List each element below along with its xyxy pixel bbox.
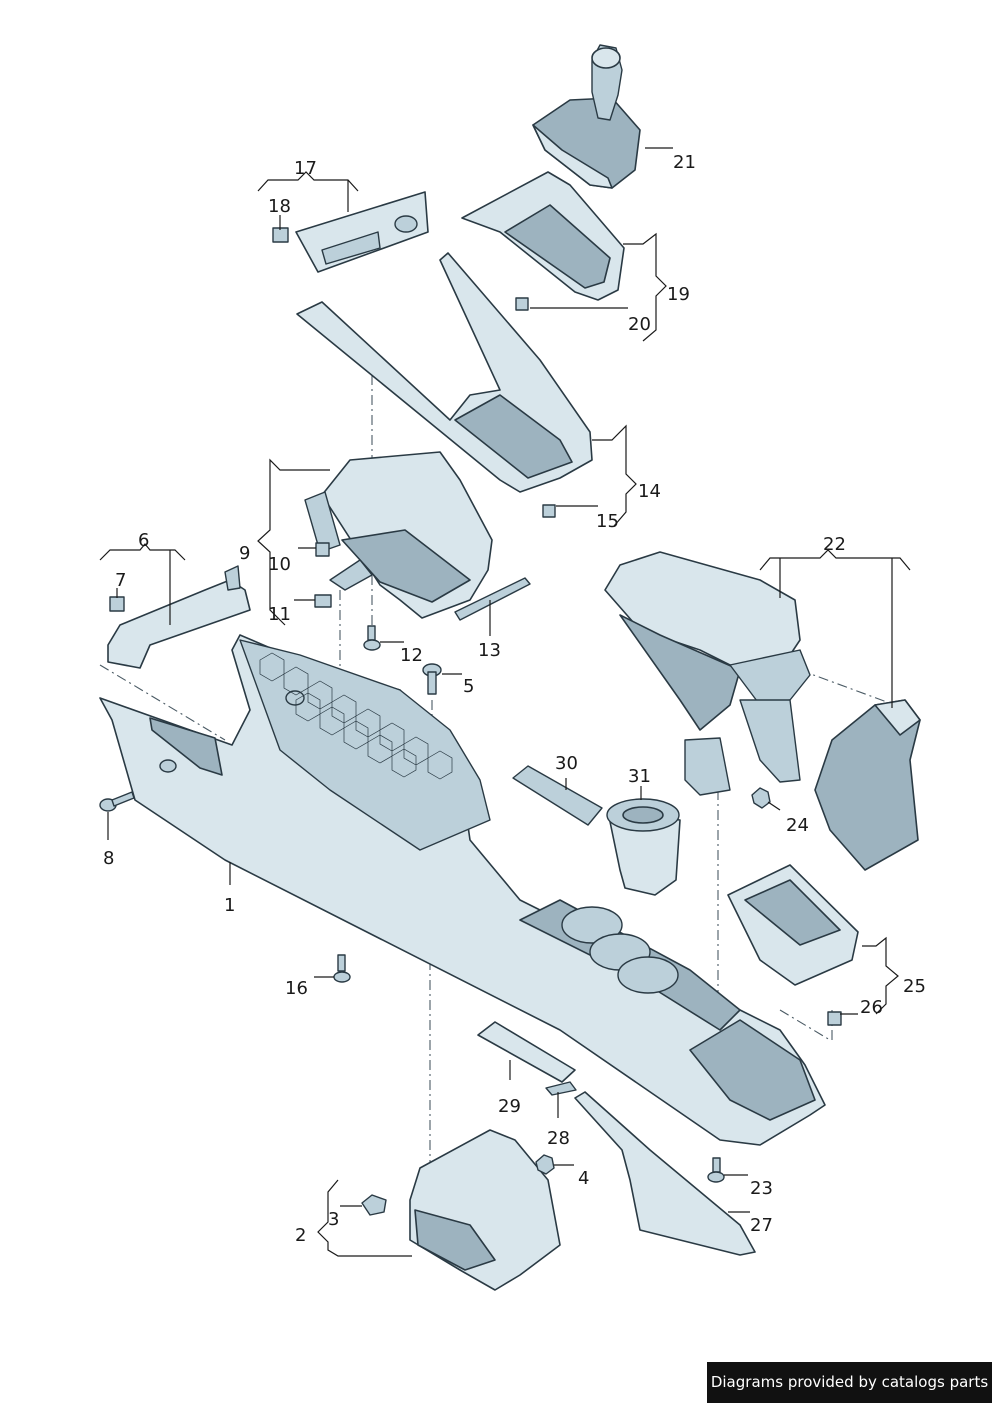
callout-20: 20 xyxy=(628,314,651,335)
callout-6: 6 xyxy=(138,530,149,551)
callout-28: 28 xyxy=(547,1128,570,1149)
callout-21: 21 xyxy=(673,152,696,173)
callout-19: 19 xyxy=(667,284,690,305)
callout-12: 12 xyxy=(400,645,423,666)
callout-1: 1 xyxy=(224,895,235,916)
callout-5: 5 xyxy=(463,676,474,697)
screw-12-icon xyxy=(363,625,381,651)
long-trim-panel-icon xyxy=(296,252,593,518)
armrest-cover-icon xyxy=(814,699,921,871)
callout-16: 16 xyxy=(285,978,308,999)
callout-14: 14 xyxy=(638,481,661,502)
callout-labels: 17 18 21 19 20 14 15 6 9 7 10 11 12 13 5… xyxy=(103,152,926,1246)
callout-7: 7 xyxy=(115,570,126,591)
nut-4-icon xyxy=(535,1154,555,1175)
callout-3: 3 xyxy=(328,1209,339,1230)
callout-11: 11 xyxy=(268,604,291,625)
main-console-body-icon xyxy=(99,634,826,1146)
screw-16-icon xyxy=(333,954,351,983)
screw-5-icon xyxy=(422,663,442,695)
cover-plate-icon xyxy=(512,765,603,826)
credit-banner[interactable]: Diagrams provided by catalogs parts xyxy=(707,1362,992,1403)
callout-25: 25 xyxy=(903,976,926,997)
callout-15: 15 xyxy=(596,511,619,532)
callout-13: 13 xyxy=(478,640,501,661)
armrest-icon xyxy=(604,551,811,796)
callout-23: 23 xyxy=(750,1178,773,1199)
side-trim-icon xyxy=(574,1091,756,1256)
lower-bracket-icon xyxy=(361,1129,561,1291)
gear-knob-boot-icon xyxy=(532,44,641,189)
callout-26: 26 xyxy=(860,997,883,1018)
trim-strip-icon xyxy=(272,191,429,273)
clip-strip-icon xyxy=(454,577,531,621)
callout-10: 10 xyxy=(268,554,291,575)
screw-23-icon xyxy=(707,1157,725,1183)
screw-8-icon xyxy=(99,791,135,812)
callout-8: 8 xyxy=(103,848,114,869)
callout-30: 30 xyxy=(555,753,578,774)
callout-17: 17 xyxy=(294,158,317,179)
callout-4: 4 xyxy=(578,1168,589,1189)
storage-bin-icon xyxy=(304,451,493,619)
rear-insert-icon xyxy=(727,864,859,1026)
callout-2: 2 xyxy=(295,1225,306,1246)
callout-24: 24 xyxy=(786,815,809,836)
shift-trim-frame-icon xyxy=(461,171,625,311)
leader-lines xyxy=(99,147,911,1257)
callout-29: 29 xyxy=(498,1096,521,1117)
callout-31: 31 xyxy=(628,766,651,787)
bracket-icon xyxy=(107,565,251,669)
callout-18: 18 xyxy=(268,196,291,217)
callout-27: 27 xyxy=(750,1215,773,1236)
cup-holder-insert-icon xyxy=(606,798,681,896)
nut-24-icon xyxy=(751,787,771,809)
callout-22: 22 xyxy=(823,534,846,555)
lower-trim-strip-icon xyxy=(477,1021,577,1096)
callout-9: 9 xyxy=(239,543,250,564)
